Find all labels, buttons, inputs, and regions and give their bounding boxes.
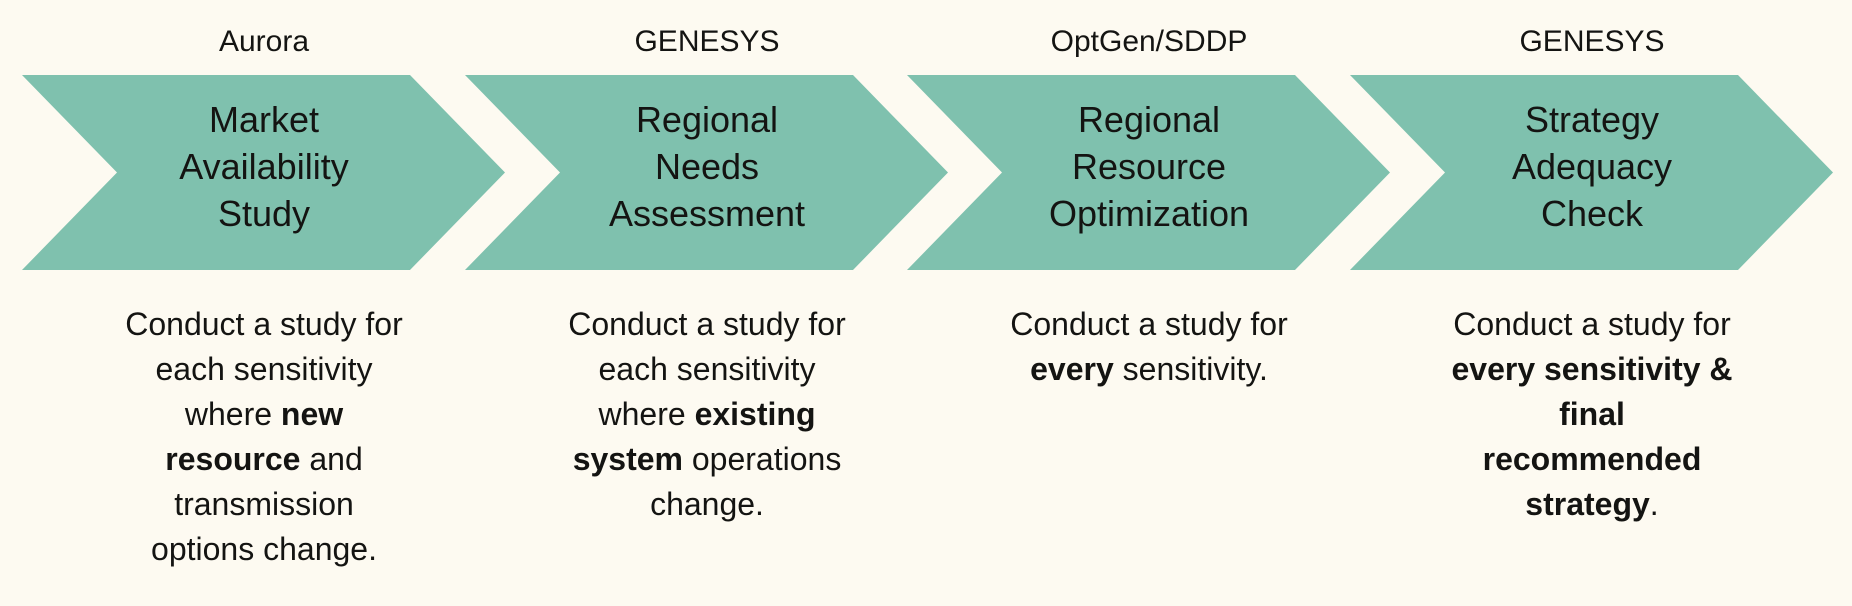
chevron-arrow [907, 75, 1390, 270]
tool-label: GENESYS [1519, 25, 1665, 58]
description-text: and transmission options change. [151, 441, 377, 567]
description-text: Conduct a study for each sensitivity whe… [125, 306, 403, 432]
description-bold-text: existing system [572, 396, 816, 477]
description-bold-text: every sensitivity & final recommended st… [1451, 351, 1733, 522]
chevron-arrow [465, 75, 948, 270]
description-text: operations change. [650, 441, 842, 522]
description-bold-text: new resource [165, 396, 344, 477]
step-description: Conduct a study for each sensitivity whe… [517, 302, 897, 527]
description-text: sensitivity. [1113, 351, 1268, 387]
step-title: Regional Resource Optimization [1048, 99, 1250, 234]
description-bold-text: every [1030, 351, 1114, 387]
chevron-arrow [22, 75, 505, 270]
step-description: Conduct a study for each sensitivity whe… [74, 302, 454, 572]
chevron-arrow [1350, 75, 1833, 270]
step-title: Market Availability Study [179, 99, 349, 234]
description-text: Conduct a study for each sensitivity whe… [568, 306, 846, 432]
tool-label: OptGen/SDDP [1050, 25, 1248, 58]
step-description: Conduct a study for every sensitivity & … [1402, 302, 1782, 527]
tool-label: GENESYS [634, 25, 780, 58]
description-text: Conduct a study for [1010, 306, 1288, 342]
step-title: Regional Needs Assessment [608, 99, 806, 234]
description-text: . [1649, 486, 1659, 522]
step-title: Strategy Adequacy Check [1511, 99, 1673, 234]
step-description: Conduct a study for every sensitivity. [959, 302, 1339, 392]
tool-label: Aurora [218, 25, 310, 58]
description-text: Conduct a study for [1453, 306, 1731, 342]
